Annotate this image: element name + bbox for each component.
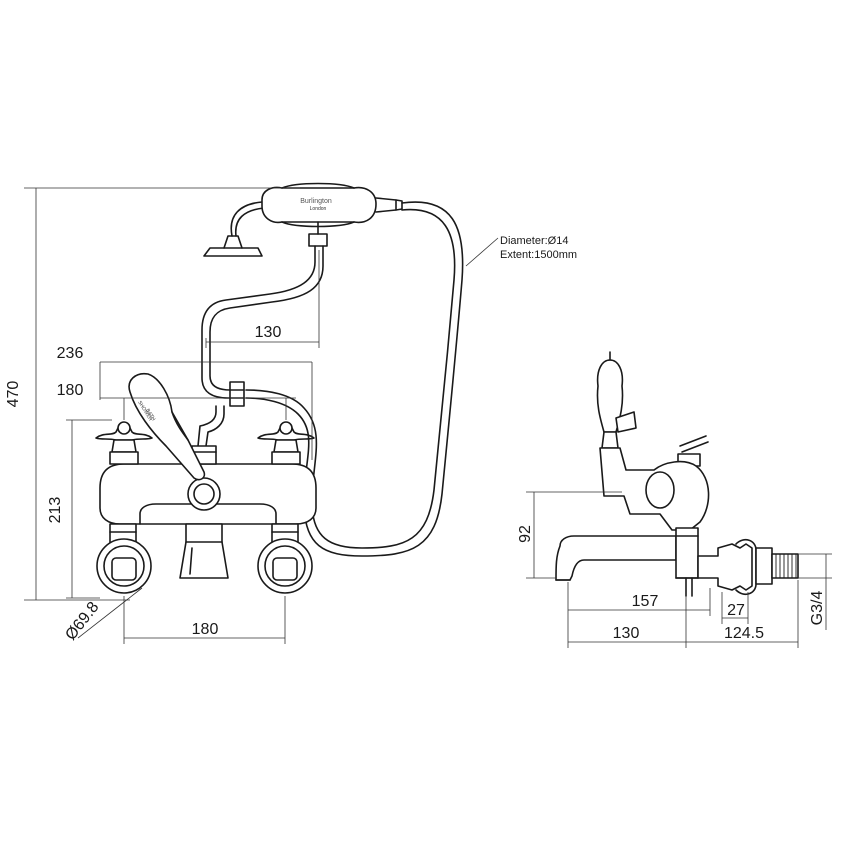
shower-head xyxy=(203,201,265,257)
overall-height-label: 470 xyxy=(5,381,22,408)
wall-to-thread-label: 124.5 xyxy=(724,625,764,642)
dimension-overall-height: 470 xyxy=(5,187,300,601)
handset-handle: Burlington London xyxy=(261,182,403,247)
hose-coupling xyxy=(197,381,245,447)
dimension-wall-to-thread: 124.5 xyxy=(686,580,799,648)
front-view: Burlington London xyxy=(5,182,464,644)
dimension-spout-to-wall: 130 xyxy=(568,596,687,648)
side-lever xyxy=(596,351,637,449)
spout-reach-label: 157 xyxy=(632,593,659,610)
diverter-lever: SHOWER BATH xyxy=(128,372,206,481)
side-body xyxy=(599,447,710,531)
handle-spread-label: 180 xyxy=(57,382,84,399)
valve-height-label: 213 xyxy=(47,497,64,524)
hose-annotation: Diameter:Ø14 Extent:1500mm xyxy=(465,235,577,267)
valve-body xyxy=(99,445,317,525)
left-leg-flange xyxy=(96,523,152,594)
spout-to-wall-label: 130 xyxy=(613,625,640,642)
hose-offset-label: 130 xyxy=(255,324,282,341)
shower-hose xyxy=(245,201,464,557)
side-spout xyxy=(555,535,677,581)
dimension-handle-spread: 180 xyxy=(57,382,296,420)
dimension-spout-height: 92 xyxy=(517,491,622,579)
side-view: 92 157 27 130 124.5 G3/4 xyxy=(517,351,832,648)
dimension-flange-diameter: Ø69.8 xyxy=(62,587,143,644)
overall-width-label: 236 xyxy=(57,345,84,362)
dimension-valve-height: 213 xyxy=(47,419,112,599)
spout-height-label: 92 xyxy=(517,525,534,543)
thread-size-label: G3/4 xyxy=(809,591,826,626)
left-tap-handle xyxy=(95,421,153,465)
riser-pipe xyxy=(201,245,324,399)
hose-extent-note: Extent:1500mm xyxy=(500,249,577,261)
dimension-centres: 180 xyxy=(123,596,286,644)
dimension-thread-size: G3/4 xyxy=(798,553,832,630)
spout-front xyxy=(179,523,229,579)
right-tap-handle xyxy=(257,421,315,465)
nut-width-label: 27 xyxy=(727,602,745,619)
dimension-hose-offset: 130 xyxy=(205,250,320,348)
handset-brand-text: Burlington xyxy=(300,198,332,205)
flange-diameter-label: Ø69.8 xyxy=(62,599,102,644)
hose-diameter-note: Diameter:Ø14 xyxy=(500,235,568,247)
side-wall-union xyxy=(675,527,799,597)
dimension-nut-width: 27 xyxy=(721,592,749,624)
dimension-overall-width: 236 xyxy=(57,345,313,460)
centres-label: 180 xyxy=(192,621,219,638)
right-leg-flange xyxy=(257,523,313,594)
handset-city-text: London xyxy=(310,206,327,212)
